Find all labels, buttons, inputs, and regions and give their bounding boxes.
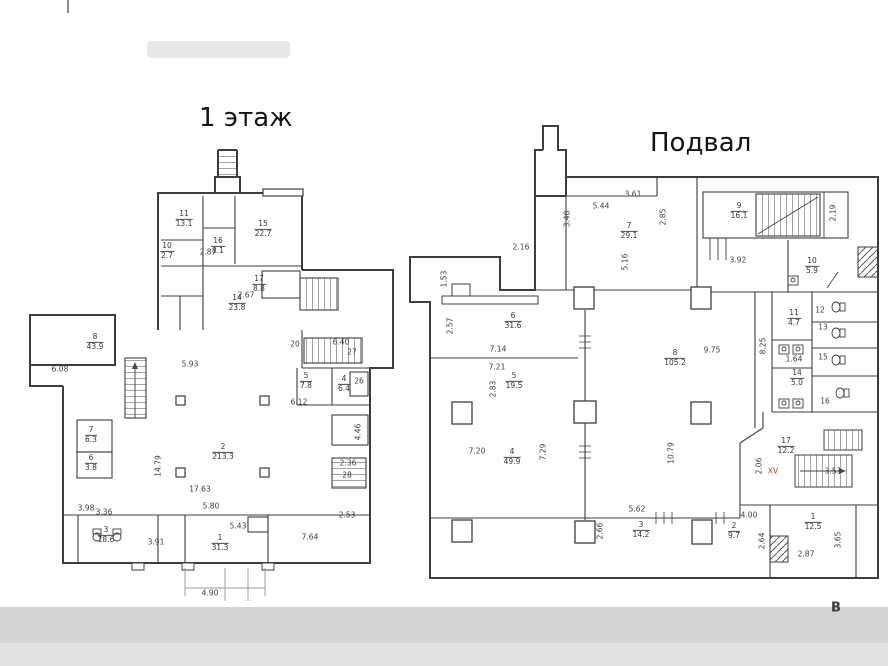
wc-icon <box>831 301 850 399</box>
shaft-hatch <box>769 535 789 563</box>
stairs-icon <box>299 277 339 311</box>
ladder-icon <box>218 152 237 177</box>
arrow-icon <box>132 362 138 369</box>
bottom-gray-band-light <box>0 643 888 666</box>
plan-title-basement: Подвал <box>650 128 752 158</box>
pilaster <box>131 562 275 571</box>
plan-floor1-walls <box>29 0 394 601</box>
bottom-gray-band <box>0 607 888 643</box>
stairs-icon <box>823 429 863 451</box>
plan-basement-walls <box>409 125 879 579</box>
stairs-icon <box>124 357 147 419</box>
wc-icon <box>92 528 122 542</box>
arrow-icon <box>839 468 846 474</box>
plan-title-floor1: 1 этаж <box>199 103 293 133</box>
shaft-hatch <box>857 246 879 278</box>
stairs-icon <box>303 337 363 364</box>
door-leaf <box>826 271 839 289</box>
column <box>175 395 270 478</box>
column <box>451 286 713 545</box>
sink-icon <box>778 275 804 409</box>
watermark-smudge <box>147 41 290 58</box>
stairs-icon <box>331 457 367 489</box>
